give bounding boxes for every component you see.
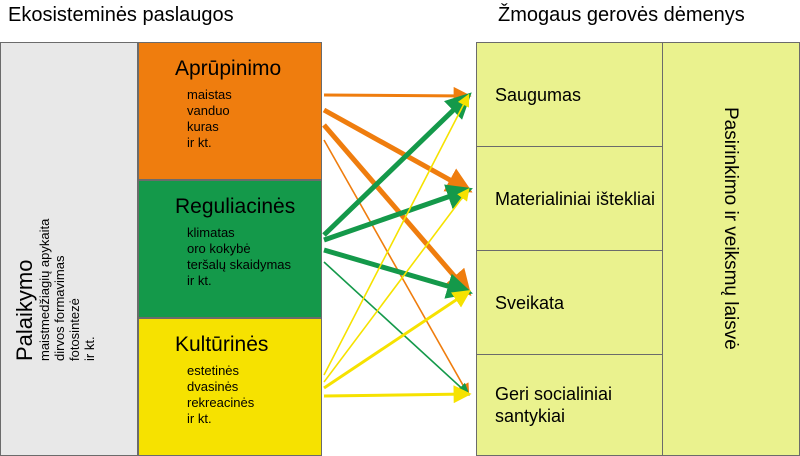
arrow-regulating-to-social (323, 261, 470, 396)
arrow-provisioning-to-health (322, 123, 472, 296)
regulating-item: ir kt. (187, 273, 212, 288)
header-wellbeing: Žmogaus gerovės dėmenys (498, 4, 745, 26)
cultural-item: dvasinės (187, 379, 239, 394)
provisioning-item: kuras (187, 119, 219, 134)
regulating-title: Reguliacinės (175, 195, 296, 218)
arrow-regulating-to-health (323, 247, 473, 299)
arrow-cultural-to-health (323, 290, 471, 390)
wellbeing-social-label: Geri socialiniai santykiai (495, 384, 613, 426)
regulating-item: oro kokybė (187, 241, 251, 256)
wellbeing-box: Saugumas Materialiniai ištekliai Sveikat… (476, 42, 800, 456)
provisioning-item: vanduo (187, 103, 230, 118)
cultural-item: estetinės (187, 363, 240, 378)
arrow-provisioning-to-security (323, 86, 472, 105)
regulating-item: klimatas (187, 225, 235, 240)
cultural-items: estetinės dvasinės rekreacinės ir kt. (187, 363, 254, 427)
cultural-item: rekreacinės (187, 395, 255, 410)
wellbeing-health-label: Sveikata (495, 292, 565, 313)
arrow-cultural-to-material (323, 188, 470, 383)
wellbeing-security-label: Saugumas (495, 84, 582, 105)
provisioning-items: maistas vanduo kuras ir kt. (187, 87, 232, 151)
supporting-services-box: Palaikymo maistmedžiagių apykaita dirvos… (0, 42, 138, 456)
arrow-regulating-to-security (322, 92, 472, 237)
wellbeing-health: Sveikata (477, 251, 663, 355)
provisioning-item: ir kt. (187, 135, 212, 150)
wellbeing-material: Materialiniai ištekliai (477, 147, 663, 251)
wellbeing-security: Saugumas (477, 43, 663, 147)
arrow-cultural-to-security (323, 93, 470, 376)
provisioning-title: Aprūpinimo (175, 57, 282, 80)
regulating-items: klimatas oro kokybė teršalų skaidymas ir… (187, 225, 291, 289)
header-ecosystem-services: Ekosisteminės paslaugos (8, 4, 234, 26)
arrow-provisioning-to-social (323, 139, 470, 397)
cultural-item: ir kt. (187, 411, 212, 426)
regulating-item: teršalų skaidymas (187, 257, 292, 272)
arrow-regulating-to-material (323, 184, 473, 243)
provisioning-services-box: Aprūpinimo maistas vanduo kuras ir kt. (138, 42, 322, 180)
cultural-title: Kultūrinės (175, 333, 269, 356)
cultural-services-box: Kultūrinės estetinės dvasinės rekreacinė… (138, 318, 322, 456)
arrow-cultural-to-social (323, 385, 472, 404)
regulating-services-box: Reguliacinės klimatas oro kokybė teršalų… (138, 180, 322, 318)
arrow-provisioning-to-material (322, 107, 473, 193)
wellbeing-material-label: Materialiniai ištekliai (495, 188, 656, 209)
provisioning-item: maistas (187, 87, 232, 102)
wellbeing-social: Geri socialiniai santykiai (477, 355, 663, 455)
